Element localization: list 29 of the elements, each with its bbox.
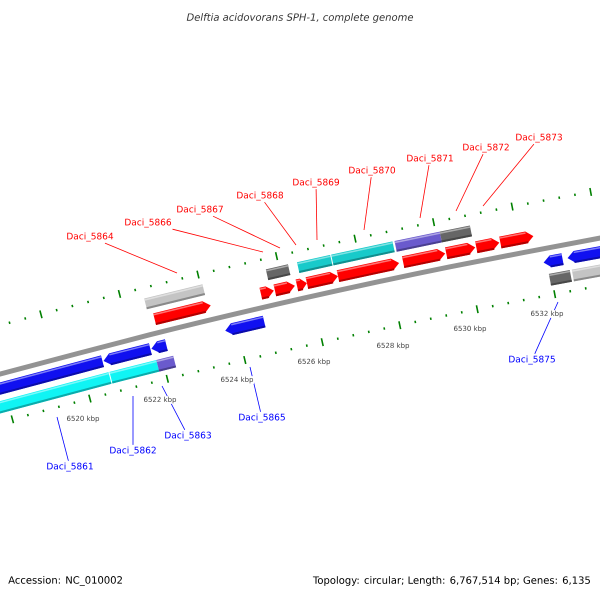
- gene-label: Daci_5866: [125, 218, 172, 228]
- gene-label: Daci_5873: [516, 134, 562, 142]
- leader-line: [56, 416, 69, 462]
- leader-line: [364, 176, 372, 230]
- leader-line: [264, 202, 296, 246]
- leader-line: [534, 302, 558, 354]
- genome-info-text: Topology: circular; Length: 6,767,514 bp; Genes: 6,135: [312, 576, 590, 586]
- gene-label: Daci_5871: [407, 154, 453, 164]
- gene-label: Daci_5875: [509, 356, 555, 364]
- gene-label: Daci_5872: [463, 144, 509, 152]
- gene-label: Daci_5867: [177, 206, 223, 214]
- leader-line: [172, 228, 264, 252]
- gene-label: Daci_5869: [293, 178, 340, 188]
- gene-label: Daci_5865: [239, 414, 285, 422]
- gene-label: Daci_5864: [67, 232, 114, 242]
- leader-line: [132, 396, 134, 446]
- gene-label: Daci_5863: [165, 432, 211, 440]
- title: Delftia acidovorans SPH-1, complete genome: [186, 13, 414, 23]
- leader-line: [212, 216, 280, 248]
- leader-line: [456, 154, 484, 212]
- leader-line: [482, 144, 534, 206]
- leader-line: [104, 242, 178, 274]
- accession-text: Accession: NC_010002: [8, 576, 122, 586]
- gene-label: Daci_5868: [237, 192, 284, 200]
- leader-line: [420, 164, 430, 218]
- gene-label: Daci_5862: [110, 446, 156, 456]
- gene-label: Daci_5870: [349, 166, 396, 176]
- leader-line: [316, 188, 318, 240]
- gene-label: Daci_5861: [47, 462, 93, 472]
